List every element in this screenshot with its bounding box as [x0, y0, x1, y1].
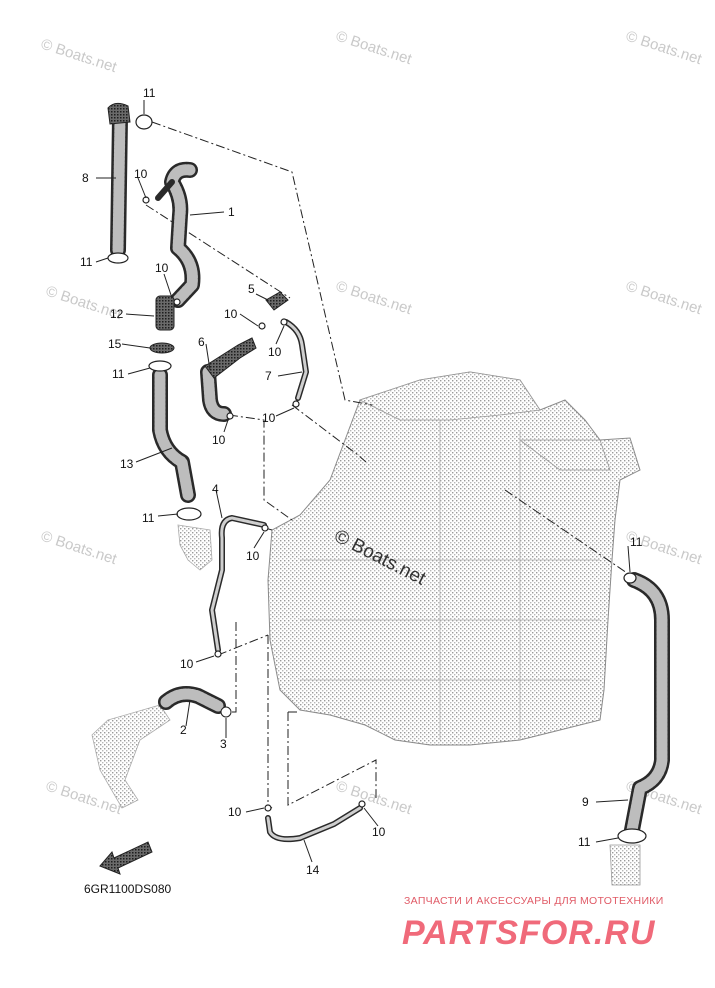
- hose-8-elbow: [107, 102, 131, 125]
- watermark: © Boats.net: [624, 28, 705, 69]
- watermark: © Boats.net: [624, 278, 705, 319]
- callout-5: 5: [248, 282, 255, 296]
- callout-11: 11: [630, 535, 643, 549]
- clamp-11: [135, 114, 153, 130]
- watermark: © Boats.net: [334, 278, 415, 319]
- callout-3: 3: [220, 737, 227, 751]
- routing-line: [228, 414, 293, 521]
- callout-10: 10: [246, 549, 260, 563]
- banner-subtitle: ЗАПЧАСТИ И АКСЕССУАРЫ ДЛЯ МОТОТЕХНИКИ: [404, 895, 664, 907]
- callout-10: 10: [262, 411, 276, 425]
- routing-line: [291, 404, 367, 463]
- callout-11: 11: [143, 86, 156, 100]
- callout-4: 4: [212, 482, 219, 496]
- callout-10: 10: [372, 825, 386, 839]
- clamp-10: [280, 318, 288, 326]
- hose-7-texture: [284, 320, 308, 400]
- callout-10: 10: [134, 167, 148, 181]
- fitting-6: [204, 337, 257, 379]
- callout-11: 11: [80, 255, 93, 269]
- routing-line: [228, 622, 237, 713]
- diagram-code: 6GR1100DS080: [84, 882, 171, 896]
- routing-line: [504, 489, 631, 576]
- hose-14-texture: [266, 806, 362, 841]
- routing-line: [151, 121, 373, 406]
- clamp-11: [623, 572, 637, 584]
- watermark: © Boats.net: [334, 28, 415, 69]
- watermark: © Boats.net: [39, 36, 120, 77]
- clip-3: [220, 706, 232, 718]
- hose-6-texture: [202, 366, 230, 420]
- clamp-10: [226, 412, 234, 420]
- clamp-10: [214, 650, 222, 658]
- clamp-15: [149, 342, 175, 354]
- callout-15: 15: [108, 337, 122, 351]
- hose-14: [265, 805, 363, 843]
- clamp-10: [173, 298, 181, 306]
- clamp-10: [264, 804, 272, 812]
- callout-7: 7: [265, 369, 272, 383]
- callout-9: 9: [582, 795, 589, 809]
- joint-5: [265, 291, 289, 311]
- clamp-11: [617, 828, 647, 844]
- callout-2: 2: [180, 723, 187, 737]
- callout-8: 8: [82, 171, 89, 185]
- routing-line: [267, 635, 273, 809]
- hose-9-texture: [626, 574, 668, 836]
- clamp-11: [148, 360, 172, 372]
- routing-line: [217, 634, 269, 656]
- callout-14: 14: [306, 863, 320, 877]
- callout-11: 11: [112, 367, 125, 381]
- hoses: [107, 102, 670, 843]
- callout-10: 10: [224, 307, 238, 321]
- watermark: © Boats.net: [39, 528, 120, 569]
- clamp-10: [258, 322, 266, 330]
- hose-13-texture: [154, 369, 194, 501]
- callout-12: 12: [110, 307, 124, 321]
- clamp-11: [107, 252, 129, 264]
- engine-block: [91, 371, 641, 886]
- hose-1-texture: [166, 164, 198, 306]
- forward-arrow-icon: [99, 841, 153, 875]
- callout-10: 10: [268, 345, 282, 359]
- callout-6: 6: [198, 335, 205, 349]
- clamps: [107, 114, 647, 844]
- watermark: © Boats.net: [334, 778, 415, 819]
- partsfor-banner: ЗАПЧАСТИ И АКСЕССУАРЫ ДЛЯ МОТОТЕХНИКИ PA…: [402, 895, 664, 952]
- routing-line: [287, 712, 377, 806]
- callout-10: 10: [155, 261, 169, 275]
- clamp-10: [261, 524, 269, 532]
- callout-10: 10: [212, 433, 226, 447]
- clamp-10: [292, 400, 300, 408]
- callout-13: 13: [120, 457, 134, 471]
- callout-11: 11: [578, 835, 591, 849]
- callout-1: 1: [228, 205, 235, 219]
- banner-logo: PARTSFOR.RU: [402, 914, 656, 952]
- hose-4-texture: [210, 516, 266, 652]
- callout-labels: 11 8 10 1 11 10 5 12 10 10 15 6 11 7 10 …: [80, 86, 643, 877]
- clamp-10: [358, 800, 366, 808]
- leader-lines: [95, 100, 631, 863]
- hose-1-spigot: [155, 179, 175, 201]
- hose-8-texture: [112, 112, 126, 256]
- clamp-11: [176, 507, 202, 521]
- joint-12: [155, 295, 175, 331]
- callout-10: 10: [180, 657, 194, 671]
- callout-10: 10: [228, 805, 242, 819]
- callout-11: 11: [142, 511, 155, 525]
- hose-2-texture: [160, 688, 224, 712]
- routing-line: [145, 204, 291, 299]
